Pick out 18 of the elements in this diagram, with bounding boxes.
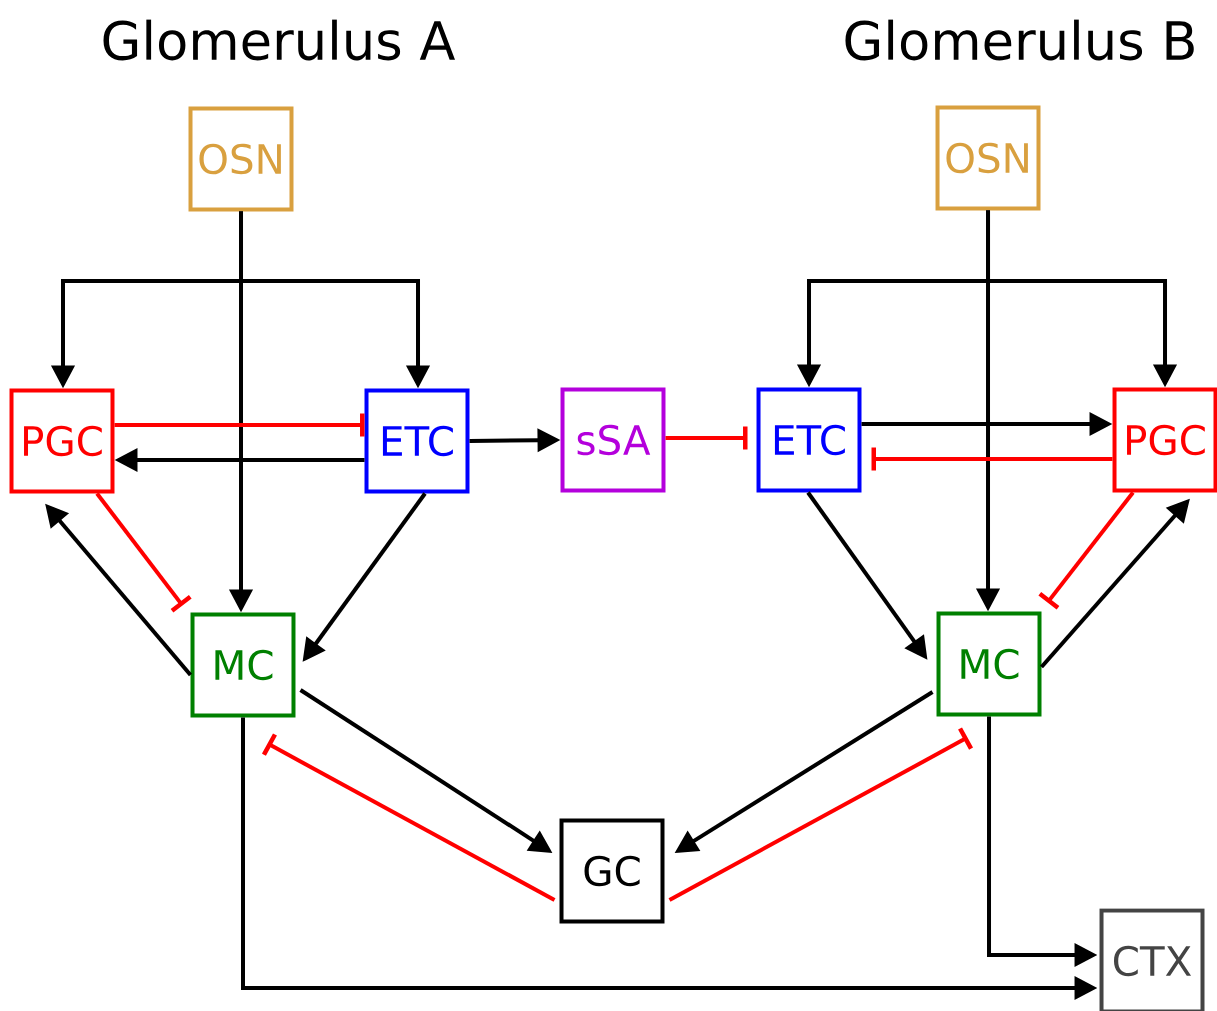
cell-box: OSN — [935, 105, 1041, 211]
inhibition-line — [665, 426, 748, 450]
cell-box: PGC — [1112, 387, 1217, 493]
cell-box: ETC — [364, 388, 470, 494]
cell-box: ETC — [756, 387, 862, 493]
cell-box: OSN — [188, 106, 294, 212]
inhibition-line — [1038, 491, 1135, 610]
inhibition-line — [262, 733, 556, 902]
group-heading: Glomerulus A — [103, 19, 455, 61]
inhibition-line — [114, 413, 365, 437]
inhibition-line — [95, 492, 192, 613]
cell-box: MC — [936, 611, 1042, 717]
cell-box: sSA — [560, 387, 666, 493]
inhibition-line — [871, 447, 1113, 471]
cell-box: PGC — [9, 388, 115, 494]
cell-box: CTX — [1099, 908, 1205, 1011]
cell-box: MC — [190, 612, 296, 718]
cell-box: GC — [559, 818, 665, 924]
